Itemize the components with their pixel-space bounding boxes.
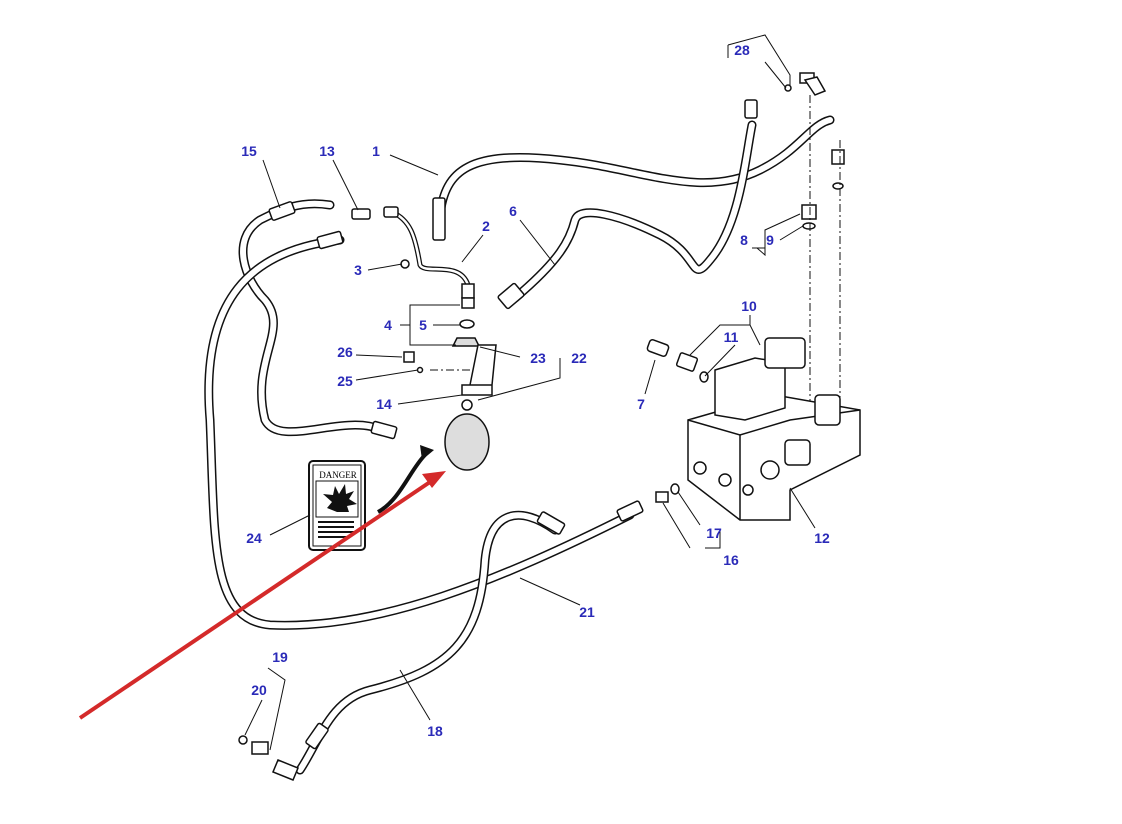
fittings [238, 72, 845, 755]
callout-6: 6 [509, 203, 517, 219]
callout-labels: 28 15 13 1 2 6 8 9 3 4 5 10 11 26 23 22 … [241, 42, 830, 739]
callout-26: 26 [337, 344, 353, 360]
accumulator-23 [444, 344, 497, 471]
hose-21 [204, 230, 644, 630]
hose-15 [238, 199, 398, 440]
callout-17: 17 [706, 525, 722, 541]
callout-14: 14 [376, 396, 392, 412]
callout-15: 15 [241, 143, 257, 159]
callout-2: 2 [482, 218, 490, 234]
danger-title: DANGER [319, 470, 357, 480]
leader-lines [244, 34, 816, 751]
callout-3: 3 [354, 262, 362, 278]
callout-13: 13 [319, 143, 335, 159]
red-highlight-arrow [78, 471, 446, 720]
explosion-icon [323, 484, 357, 512]
callout-22: 22 [571, 350, 587, 366]
callout-23: 23 [530, 350, 546, 366]
hose-6 [497, 99, 758, 310]
callout-11: 11 [724, 329, 739, 345]
callout-19: 19 [272, 649, 288, 665]
callout-12: 12 [814, 530, 830, 546]
callout-25: 25 [337, 373, 353, 389]
callout-7: 7 [637, 396, 645, 412]
callout-10: 10 [741, 298, 757, 314]
decal-arrow [376, 453, 427, 514]
callout-4: 4 [384, 317, 392, 333]
callout-28: 28 [734, 42, 750, 58]
hose-1 [432, 115, 835, 241]
callout-9: 9 [766, 232, 774, 248]
pipe-2 [389, 209, 471, 288]
valve-block-12 [687, 337, 861, 521]
hose-18 [272, 510, 566, 781]
callout-16: 16 [723, 552, 739, 568]
callout-1: 1 [372, 143, 380, 159]
centerlines [430, 95, 841, 440]
callout-5: 5 [419, 317, 427, 333]
callout-21: 21 [579, 604, 595, 620]
callout-24: 24 [246, 530, 262, 546]
callout-8: 8 [740, 232, 748, 248]
callout-18: 18 [427, 723, 443, 739]
callout-20: 20 [251, 682, 267, 698]
danger-decal-24: DANGER [308, 460, 366, 551]
